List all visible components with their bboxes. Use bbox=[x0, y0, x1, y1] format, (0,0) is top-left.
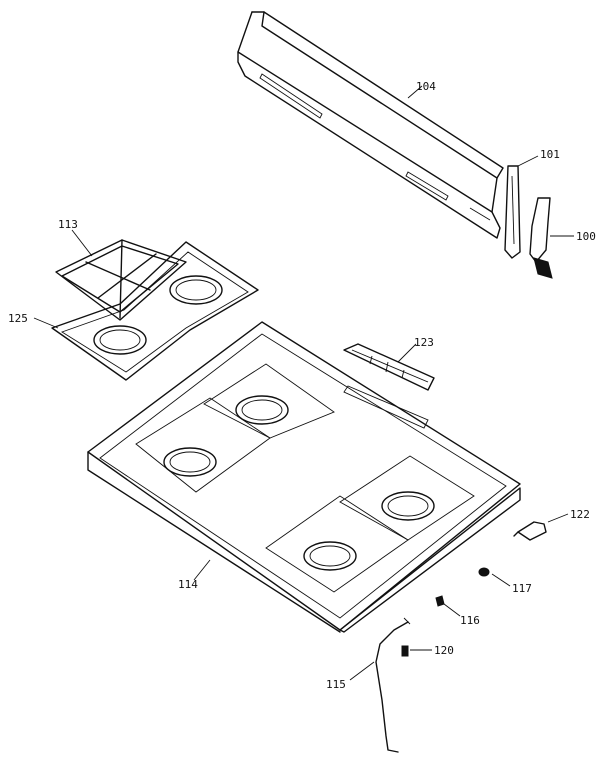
part-117 bbox=[478, 567, 490, 577]
end-cap-bracket-part bbox=[529, 197, 553, 279]
burner-pan-part bbox=[51, 241, 259, 381]
part-116 bbox=[435, 595, 445, 607]
end-cap-part bbox=[504, 165, 521, 259]
part-120 bbox=[401, 645, 409, 657]
label-part-122: 122 bbox=[570, 508, 590, 521]
label-backguard: 104 bbox=[416, 80, 436, 93]
label-grate: 113 bbox=[58, 218, 78, 231]
part-122 bbox=[513, 521, 547, 541]
label-support-rod: 115 bbox=[326, 678, 346, 691]
backguard-part bbox=[237, 11, 504, 239]
label-main-top: 114 bbox=[178, 578, 198, 591]
grate-part bbox=[55, 239, 187, 321]
support-rod-part bbox=[375, 617, 411, 753]
label-vent-trim: 123 bbox=[414, 336, 434, 349]
label-part-117: 117 bbox=[512, 582, 532, 595]
label-end-cap: 101 bbox=[540, 148, 560, 161]
vent-trim-part bbox=[343, 343, 435, 391]
label-part-120: 120 bbox=[434, 644, 454, 657]
main-top-part bbox=[87, 321, 521, 633]
label-end-cap-bracket: 100 bbox=[576, 230, 596, 243]
label-burner-pan: 125 bbox=[8, 312, 28, 325]
label-part-116: 116 bbox=[460, 614, 480, 627]
